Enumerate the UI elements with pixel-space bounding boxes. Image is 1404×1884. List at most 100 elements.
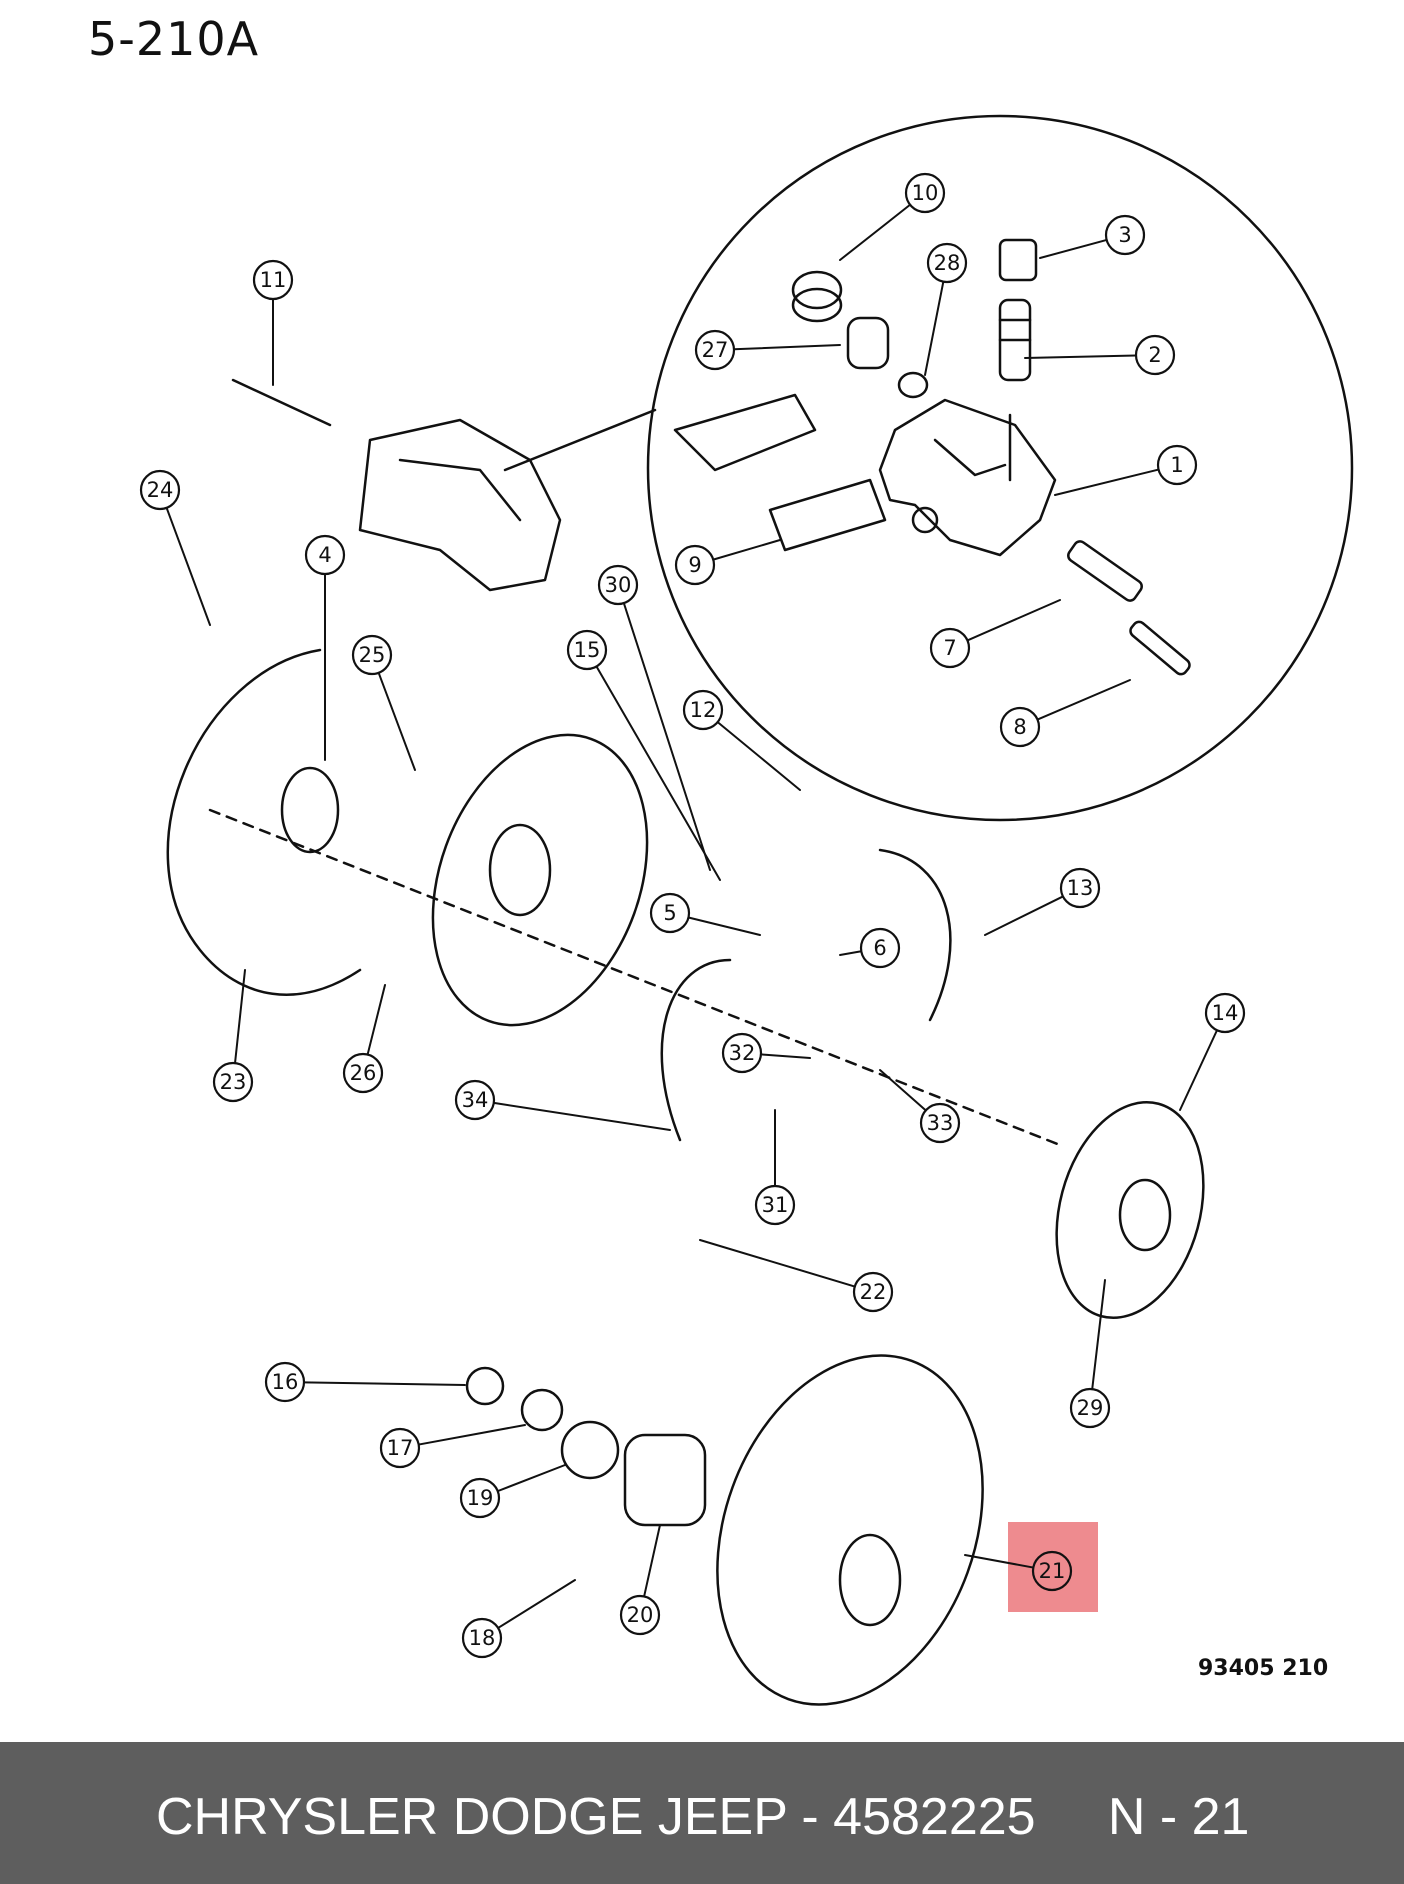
callout-32-leader (759, 1053, 811, 1059)
callout-23: 23 (212, 969, 254, 1103)
callout-17: 17 (379, 1424, 526, 1469)
callout-32: 32 (721, 1032, 811, 1074)
nut-retainer (560, 1420, 620, 1480)
callout-30-label: 30 (605, 573, 632, 597)
callout-20-leader (643, 1524, 661, 1598)
callout-21-leader (964, 1554, 1035, 1569)
callout-26-leader (366, 984, 386, 1056)
callout-28-label: 28 (934, 251, 961, 275)
callout-25-leader (377, 671, 416, 771)
callout-1: 1 (1054, 444, 1198, 496)
callout-6-label: 6 (873, 936, 886, 960)
callout-23-bubble (212, 1061, 254, 1103)
callout-24-leader (165, 506, 211, 626)
callout-20-bubble (619, 1594, 661, 1636)
backing-plate (431, 733, 649, 1027)
callout-25: 25 (351, 634, 416, 771)
callout-16-label: 16 (272, 1370, 299, 1394)
callout-21-bubble (1031, 1550, 1073, 1592)
callout-13-bubble (1059, 867, 1101, 909)
callout-2-label: 2 (1148, 343, 1161, 367)
callout-27-bubble (694, 329, 736, 371)
callout-34-bubble (454, 1079, 496, 1121)
callout-29: 29 (1069, 1279, 1111, 1429)
callout-16-leader (302, 1381, 466, 1386)
hub-assembly (1055, 1100, 1205, 1320)
callout-5-leader (687, 916, 761, 936)
callout-4-bubble (304, 534, 346, 576)
callout-30: 30 (597, 564, 711, 871)
callout-12-label: 12 (690, 698, 717, 722)
caliper-assembly (231, 378, 562, 592)
callout-19: 19 (459, 1464, 566, 1519)
dust-cap-detail (998, 238, 1038, 282)
callout-31: 31 (754, 1109, 796, 1226)
callout-14-label: 14 (1212, 1001, 1239, 1025)
callout-25-bubble (351, 634, 393, 676)
callout-32-bubble (721, 1032, 763, 1074)
callout-2-leader (1024, 354, 1138, 359)
callout-16: 16 (264, 1361, 466, 1403)
callout-19-bubble (459, 1477, 501, 1519)
callout-21-label: 21 (1039, 1559, 1066, 1583)
callout-1-label: 1 (1170, 453, 1183, 477)
callout-15-leader (595, 665, 721, 881)
wheel-bearing (623, 1433, 707, 1527)
callout-layer: 1234567891011121314151617181920212223242… (139, 172, 1246, 1659)
callout-5-label: 5 (663, 901, 676, 925)
callout-3-leader (1039, 238, 1108, 259)
axle-centerline (208, 808, 1062, 1147)
callout-29-leader (1091, 1279, 1106, 1391)
callout-19-leader (496, 1464, 566, 1493)
callout-11-label: 11 (260, 268, 287, 292)
callout-15-label: 15 (574, 638, 601, 662)
washer (465, 1366, 505, 1406)
callout-15: 15 (566, 629, 721, 881)
figure-code: 93405 210 (1198, 1656, 1329, 1681)
brake-rotor (716, 1354, 984, 1706)
callout-3-label: 3 (1118, 223, 1131, 247)
callout-33-bubble (919, 1102, 961, 1144)
callout-11: 11 (252, 259, 294, 386)
callout-23-leader (234, 969, 246, 1065)
page-code: 5-210A (88, 12, 260, 66)
callout-14-bubble (1204, 992, 1246, 1034)
hub-nut (520, 1388, 564, 1432)
footer-text: CHRYSLER DODGE JEEP - 4582225 N - 21 (156, 1788, 1250, 1846)
callout-15-bubble (566, 629, 608, 671)
callout-24: 24 (139, 469, 211, 626)
callout-20: 20 (619, 1524, 661, 1636)
callout-4-label: 4 (318, 543, 331, 567)
callout-13: 13 (984, 867, 1101, 936)
dust-shield (166, 648, 362, 996)
callout-7-leader (966, 599, 1061, 642)
callout-12: 12 (682, 689, 801, 791)
callout-10: 10 (839, 172, 946, 261)
callout-4: 4 (304, 534, 346, 761)
callout-3: 3 (1039, 214, 1146, 259)
callout-23-label: 23 (220, 1070, 247, 1094)
callout-8-label: 8 (1013, 715, 1026, 739)
callout-1-bubble (1156, 444, 1198, 486)
callout-26: 26 (342, 984, 386, 1094)
callout-2-bubble (1134, 334, 1176, 376)
callout-34: 34 (454, 1079, 671, 1131)
callout-18-bubble (461, 1617, 503, 1659)
callout-28-leader (924, 280, 945, 376)
callout-12-leader (716, 721, 801, 791)
callout-31-label: 31 (762, 1193, 789, 1217)
callout-11-bubble (252, 259, 294, 301)
callout-18-leader (497, 1579, 576, 1629)
callout-27: 27 (694, 329, 841, 371)
callout-17-label: 17 (387, 1436, 414, 1460)
callout-8: 8 (999, 679, 1131, 748)
callout-2: 2 (1024, 334, 1176, 376)
callout-29-label: 29 (1077, 1396, 1104, 1420)
callout-1-leader (1054, 468, 1160, 496)
callout-28-bubble (926, 242, 968, 284)
callout-10-leader (839, 203, 912, 261)
detail-leader (503, 408, 657, 472)
callout-8-leader (1036, 679, 1131, 721)
callout-18-label: 18 (469, 1626, 496, 1650)
callout-22-leader (699, 1239, 856, 1288)
